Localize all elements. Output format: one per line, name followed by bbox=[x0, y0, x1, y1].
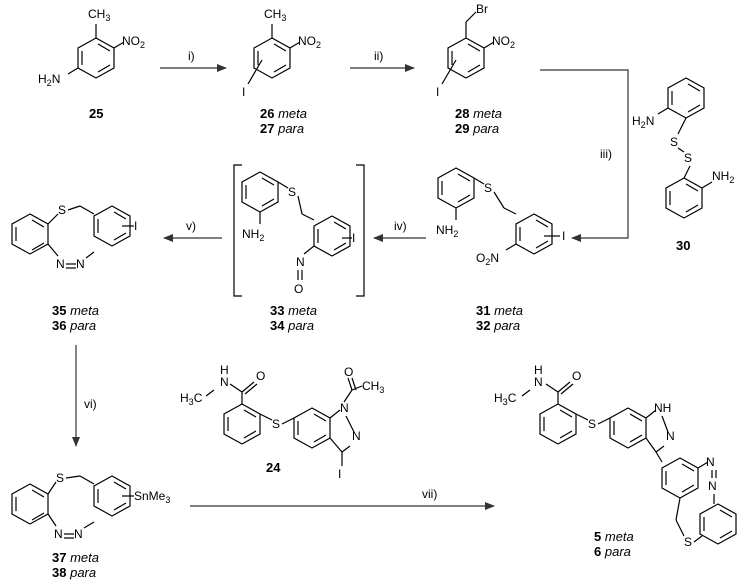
compound-36-label: 36 para bbox=[52, 318, 96, 333]
svg-text:NH2: NH2 bbox=[712, 169, 734, 185]
svg-text:NH: NH bbox=[654, 401, 671, 415]
svg-text:NH2: NH2 bbox=[242, 227, 264, 243]
compound-24-label: 24 bbox=[266, 460, 281, 475]
svg-text:SnMe3: SnMe3 bbox=[134, 489, 170, 505]
step-i-label: i) bbox=[188, 49, 195, 63]
compound-35-36-structure: S N N I bbox=[11, 203, 137, 271]
svg-text:S: S bbox=[670, 135, 678, 149]
svg-text:CH3: CH3 bbox=[362, 379, 384, 395]
svg-text:I: I bbox=[352, 231, 355, 245]
svg-text:H: H bbox=[220, 363, 229, 377]
compound-33-34-structure: S NH2 I N O bbox=[233, 164, 365, 297]
svg-text:N: N bbox=[534, 375, 543, 389]
svg-text:I: I bbox=[338, 467, 341, 481]
compound-28-29-structure: Br NO2 I bbox=[436, 2, 515, 99]
step-v-label: v) bbox=[186, 219, 196, 233]
svg-text:N: N bbox=[706, 455, 715, 469]
compound-27-label: 27 para bbox=[260, 121, 304, 136]
svg-text:S: S bbox=[58, 203, 66, 217]
svg-text:N: N bbox=[56, 257, 65, 271]
compound-26-27-structure: CH3 NO2 I bbox=[242, 7, 321, 99]
svg-text:S: S bbox=[684, 535, 692, 549]
compound-28-label: 28 meta bbox=[455, 106, 502, 121]
svg-text:NO2: NO2 bbox=[122, 34, 145, 50]
compound-26-label: 26 meta bbox=[260, 106, 307, 121]
svg-text:N: N bbox=[352, 429, 361, 443]
compound-33-label: 33 meta bbox=[270, 303, 317, 318]
svg-text:NH2: NH2 bbox=[436, 223, 458, 239]
svg-text:I: I bbox=[242, 85, 245, 99]
svg-text:H3C: H3C bbox=[494, 391, 517, 407]
svg-text:N: N bbox=[708, 479, 717, 493]
svg-text:N: N bbox=[54, 527, 63, 541]
svg-text:NO2: NO2 bbox=[298, 34, 321, 50]
compound-37-label: 37 meta bbox=[52, 550, 99, 565]
compound-32-label: 32 para bbox=[476, 318, 520, 333]
compound-29-label: 29 para bbox=[455, 121, 499, 136]
compound-37-38-structure: S N N SnMe3 bbox=[11, 471, 170, 541]
svg-text:N: N bbox=[296, 255, 305, 269]
step-iv-label: iv) bbox=[394, 219, 407, 233]
svg-text:O2N: O2N bbox=[476, 251, 499, 267]
step-ii-label: ii) bbox=[374, 49, 383, 63]
svg-text:N: N bbox=[74, 527, 83, 541]
svg-text:CH3: CH3 bbox=[88, 7, 110, 23]
svg-text:S: S bbox=[588, 417, 596, 431]
compound-31-label: 31 meta bbox=[476, 303, 523, 318]
svg-text:NO2: NO2 bbox=[492, 34, 515, 50]
compound-24-structure: N H H3C O S N N I O CH3 bbox=[180, 363, 384, 481]
svg-text:O: O bbox=[294, 282, 303, 296]
svg-text:Br: Br bbox=[476, 2, 488, 16]
compound-30-label: 30 bbox=[676, 238, 690, 253]
compound-6-label: 6 para bbox=[594, 544, 631, 559]
compound-35-label: 35 meta bbox=[52, 303, 99, 318]
svg-text:S: S bbox=[272, 417, 280, 431]
compound-5-6-structure: N H H3C O S NH N N N bbox=[494, 363, 737, 549]
svg-text:O: O bbox=[572, 369, 581, 383]
svg-text:S: S bbox=[484, 181, 492, 195]
svg-text:H: H bbox=[534, 363, 543, 377]
svg-text:S: S bbox=[684, 151, 692, 165]
svg-text:N: N bbox=[666, 429, 675, 443]
svg-text:I: I bbox=[134, 219, 137, 233]
svg-text:O: O bbox=[256, 369, 265, 383]
svg-text:H2N: H2N bbox=[632, 114, 654, 130]
compound-34-label: 34 para bbox=[270, 318, 314, 333]
arrow-step-iii bbox=[540, 69, 629, 242]
svg-text:CH3: CH3 bbox=[264, 7, 286, 23]
compound-38-label: 38 para bbox=[52, 565, 96, 580]
svg-text:N: N bbox=[76, 257, 85, 271]
step-vi-label: vi) bbox=[84, 397, 97, 411]
step-vii-label: vii) bbox=[422, 487, 437, 501]
svg-text:H2N: H2N bbox=[38, 72, 60, 88]
svg-text:I: I bbox=[436, 85, 439, 99]
svg-text:I: I bbox=[562, 229, 565, 243]
compound-30-structure: H2N S S NH2 bbox=[632, 77, 734, 219]
svg-text:S: S bbox=[56, 471, 64, 485]
compound-25-structure: CH3 NO2 H2N bbox=[38, 7, 145, 88]
svg-text:N: N bbox=[340, 401, 349, 415]
step-iii-label: iii) bbox=[600, 147, 612, 161]
svg-text:S: S bbox=[288, 185, 296, 199]
compound-5-label: 5 meta bbox=[594, 529, 634, 544]
compound-25-label: 25 bbox=[89, 106, 103, 121]
svg-text:H3C: H3C bbox=[180, 391, 203, 407]
svg-text:N: N bbox=[220, 375, 229, 389]
compound-31-32-structure: S NH2 O2N I bbox=[436, 167, 565, 267]
svg-text:O: O bbox=[344, 365, 353, 379]
